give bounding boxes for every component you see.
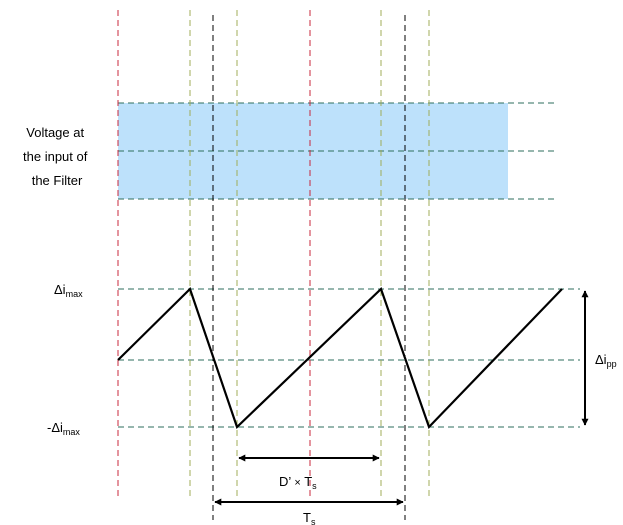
current-min-label: -Δimax bbox=[47, 420, 80, 437]
input-voltage-label-line-3: the Filter bbox=[32, 173, 83, 188]
multiply-icon: × bbox=[294, 477, 300, 489]
on-time-label-mid: T bbox=[301, 474, 312, 489]
on-time-label-sub: s bbox=[312, 481, 317, 491]
current-max-label-sub: max bbox=[66, 289, 84, 299]
input-voltage-label-line-1: Voltage at bbox=[26, 125, 84, 140]
current-max-label-main: Δi bbox=[54, 282, 66, 297]
peak-to-peak-label-main: Δi bbox=[595, 352, 607, 367]
current-min-label-main: -Δi bbox=[47, 420, 63, 435]
peak-to-peak-label: Δipp bbox=[595, 352, 617, 369]
ripple-current-waveform bbox=[117, 286, 563, 430]
on-time-label: D’ × Ts bbox=[279, 474, 317, 491]
input-voltage-label-line-2: the input of bbox=[23, 149, 88, 164]
on-time-label-prefix: D’ bbox=[279, 474, 294, 489]
peak-to-peak-label-sub: pp bbox=[607, 359, 617, 369]
period-label: Ts bbox=[303, 510, 316, 525]
period-label-main: T bbox=[303, 510, 311, 525]
current-min-label-sub: max bbox=[63, 427, 81, 437]
input-voltage-label: Voltage at the input of the Filter bbox=[23, 125, 91, 188]
period-label-sub: s bbox=[311, 517, 316, 525]
current-max-label: Δimax bbox=[54, 282, 83, 299]
